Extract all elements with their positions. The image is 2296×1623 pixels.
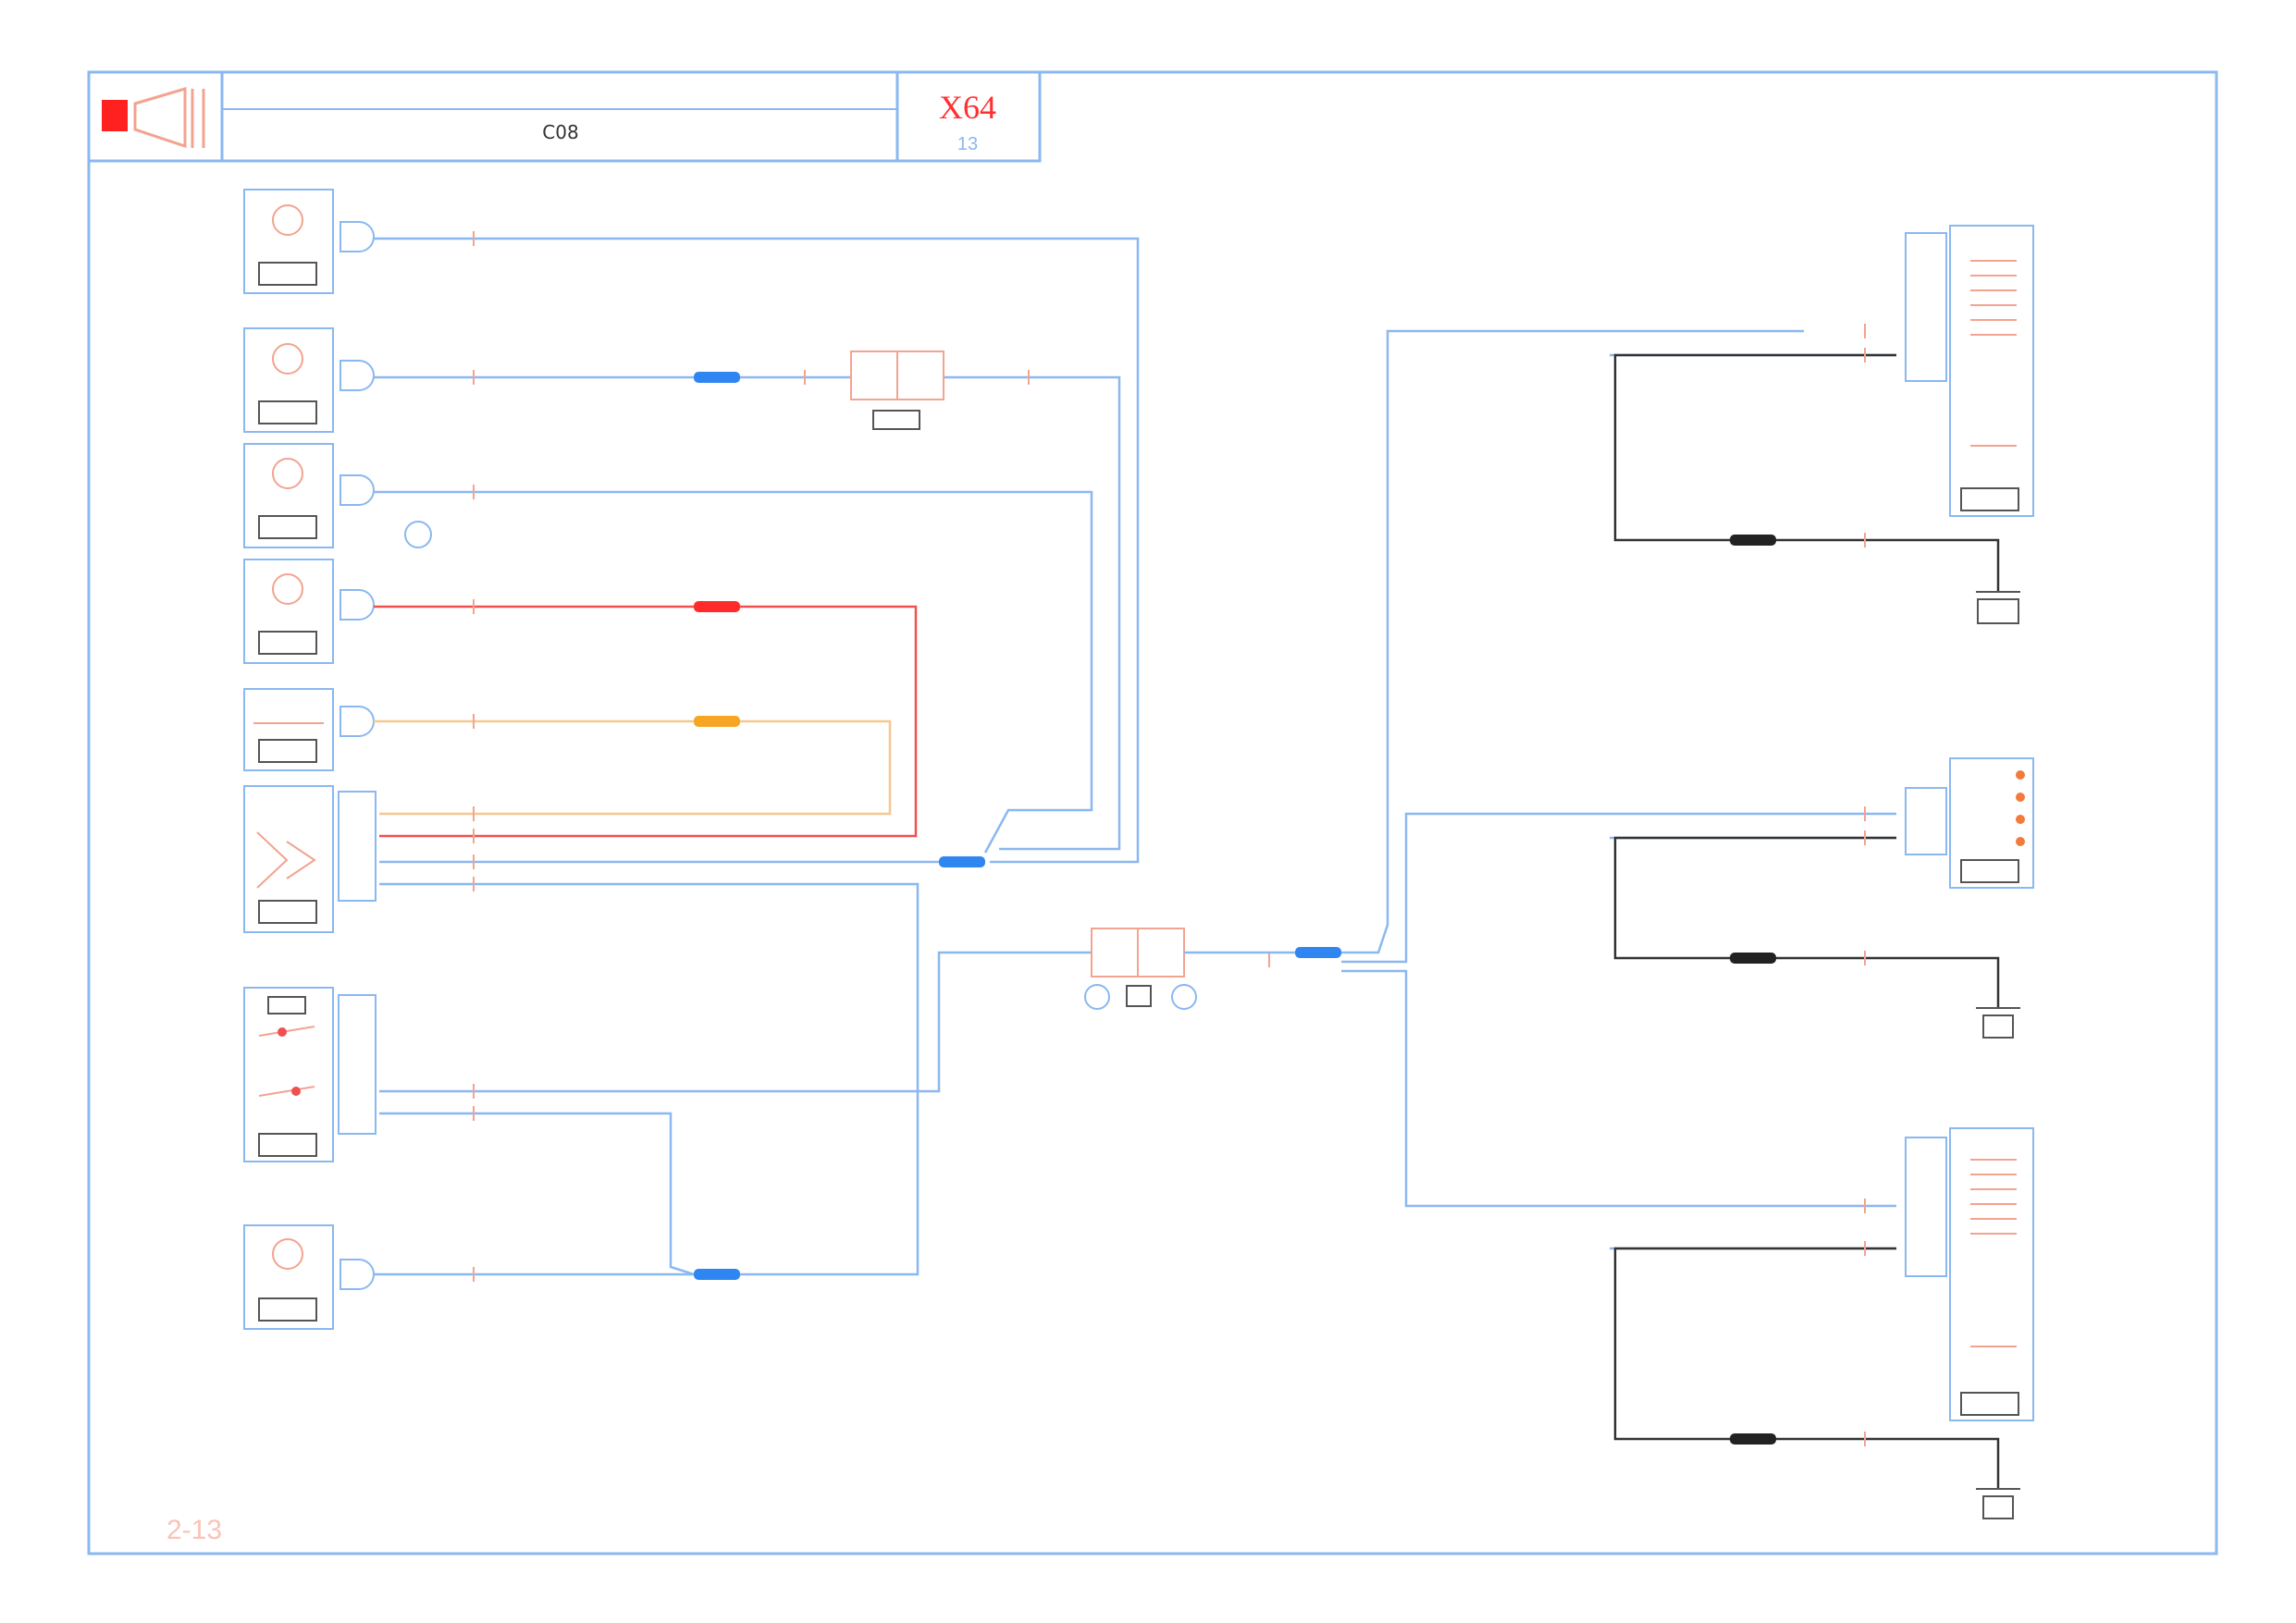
- title-center-text: C08: [542, 121, 578, 143]
- wires-central: [1184, 329, 1896, 1250]
- splice-blue-2: [939, 856, 985, 867]
- splice-orange: [694, 716, 740, 727]
- inline-connector-upper: [850, 350, 944, 430]
- wire-ticks: [473, 231, 1270, 1282]
- title-block: C08 X64 13: [87, 70, 1042, 163]
- left-component-2: [243, 327, 375, 433]
- splices-ground: [1730, 535, 1776, 1445]
- left-component-3: [243, 443, 432, 548]
- inline-connector-central: [1084, 928, 1197, 1010]
- splices-left: [694, 372, 985, 1280]
- right-component-bottom: [1905, 1127, 2034, 1421]
- ground-wires: [1613, 353, 2000, 1489]
- splice-blue-1: [694, 372, 740, 383]
- left-component-4: [243, 559, 375, 664]
- diagram-frame: [87, 70, 2218, 1555]
- splice-red: [694, 601, 740, 612]
- page-number: 2-13: [167, 1515, 222, 1545]
- splice-blue-central: [1295, 947, 1341, 958]
- splice-blue-3: [694, 1269, 740, 1280]
- model-code: X64: [939, 89, 996, 126]
- left-component-7: [243, 987, 376, 1162]
- wires-left: [374, 237, 1140, 1276]
- sub-code: 13: [957, 134, 978, 154]
- left-component-6: [243, 785, 376, 933]
- brand-logo: [102, 86, 205, 149]
- left-component-8: [243, 1224, 375, 1330]
- ground-symbols: [1976, 591, 2020, 1519]
- right-component-middle: [1905, 757, 2034, 889]
- left-component-1: [243, 189, 375, 294]
- right-component-top: [1905, 225, 2034, 517]
- left-component-5: [243, 688, 375, 771]
